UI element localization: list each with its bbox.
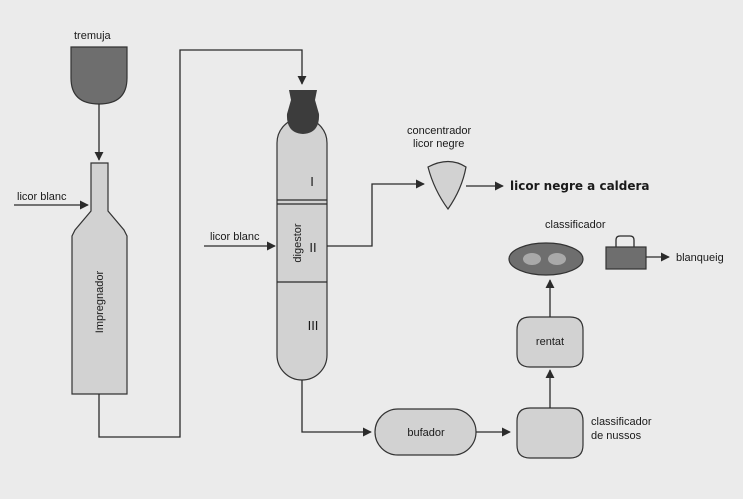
black-liquor-output-label: licor negre a caldera <box>510 179 650 193</box>
knot-classifier-label-line2: de nussos <box>591 430 642 442</box>
hopper-label: tremuja <box>74 30 112 42</box>
classifier-label: classificador <box>545 219 606 231</box>
washer-label: rentat <box>536 336 564 348</box>
blower-label: bufador <box>407 427 445 439</box>
bleaching-box-handle <box>615 235 635 247</box>
digester-zone-2-label: II <box>309 240 316 255</box>
white-liquor-impregnator-label: licor blanc <box>17 191 67 203</box>
knot-classifier-label-line1: classificador <box>591 416 652 428</box>
digester-zone-1-label: I <box>310 174 314 189</box>
concentrator-label-line1: concentrador <box>407 125 472 137</box>
classifier-inner-right <box>548 253 566 265</box>
digester-label: digestor <box>292 223 304 262</box>
impregnator-vessel <box>71 162 128 395</box>
hopper-vessel <box>70 46 128 105</box>
impregnator-label: Impregnador <box>94 270 106 333</box>
concentrator-vessel <box>427 160 467 211</box>
bleaching-label: blanqueig <box>676 252 724 264</box>
washer-vessel <box>516 316 584 368</box>
digester-zone-3-label: III <box>308 318 319 333</box>
classifier-inner-left <box>523 253 541 265</box>
white-liquor-digester-label: licor blanc <box>210 231 260 243</box>
digester-to-blower-line <box>301 380 372 437</box>
concentrator-label-line2: licor negre <box>413 138 464 150</box>
knot-classifier-vessel <box>516 407 584 459</box>
classifier-vessel <box>508 242 584 276</box>
impregnator-to-digester-line <box>98 49 307 438</box>
bleaching-box <box>605 246 647 270</box>
digester-cap <box>286 90 320 134</box>
digester-to-concentrator-line <box>327 179 425 247</box>
